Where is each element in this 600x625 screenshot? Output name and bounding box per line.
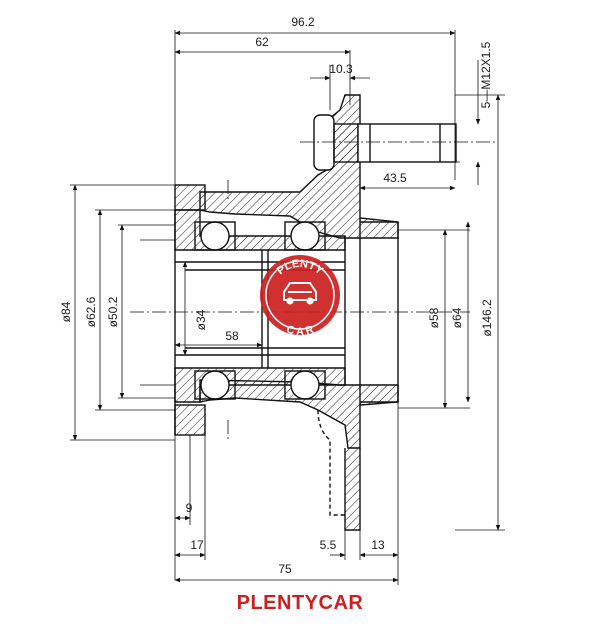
stud-head: [313, 114, 335, 171]
stud-shank: [357, 123, 457, 163]
label-9: 9: [186, 501, 193, 515]
ball-upper-left: [200, 221, 230, 251]
label-96-2: 96.2: [291, 15, 315, 29]
label-50-2: ø50.2: [106, 296, 120, 327]
logo-top-text: PLENTY: [275, 258, 326, 278]
label-58-dia: ø58: [427, 307, 441, 328]
left-flange-top: [174, 184, 206, 211]
extension-lines: [70, 30, 505, 585]
stud-knurl: [333, 123, 359, 163]
label-75: 75: [278, 562, 292, 576]
ball-lower-left: [200, 370, 230, 400]
logo-bottom-text: CAR: [285, 324, 315, 338]
bearing-balls: [194, 221, 326, 400]
upper-flange-section: [199, 94, 399, 239]
label-5-5: 5.5: [320, 538, 337, 552]
brand-caption: PLENTYCAR: [236, 592, 364, 614]
dimension-labels: 96.2 62 10.3 43.5 5—M12X1.5 ø146.2 ø84 ø…: [59, 15, 494, 576]
label-64: ø64: [450, 307, 464, 328]
label-43-5: 43.5: [383, 171, 407, 185]
label-thread-spec: 5—M12X1.5: [479, 41, 493, 108]
label-62: 62: [255, 35, 269, 49]
car-icon: [283, 282, 317, 305]
dimension-lines: [72, 30, 501, 583]
plentycar-logo: PLENTY CAR: [260, 255, 340, 338]
label-34: ø34: [194, 309, 208, 330]
label-13: 13: [371, 538, 385, 552]
label-62-6: ø62.6: [84, 296, 98, 327]
label-58-width: 58: [225, 329, 239, 343]
label-84: ø84: [59, 301, 73, 322]
ball-lower-right: [290, 370, 320, 400]
ball-upper-right: [290, 221, 320, 251]
label-17: 17: [190, 538, 204, 552]
label-10-3: 10.3: [329, 62, 353, 76]
label-146-2: ø146.2: [480, 299, 494, 337]
left-flange-bottom: [174, 404, 206, 436]
lower-spindle: [344, 448, 361, 531]
